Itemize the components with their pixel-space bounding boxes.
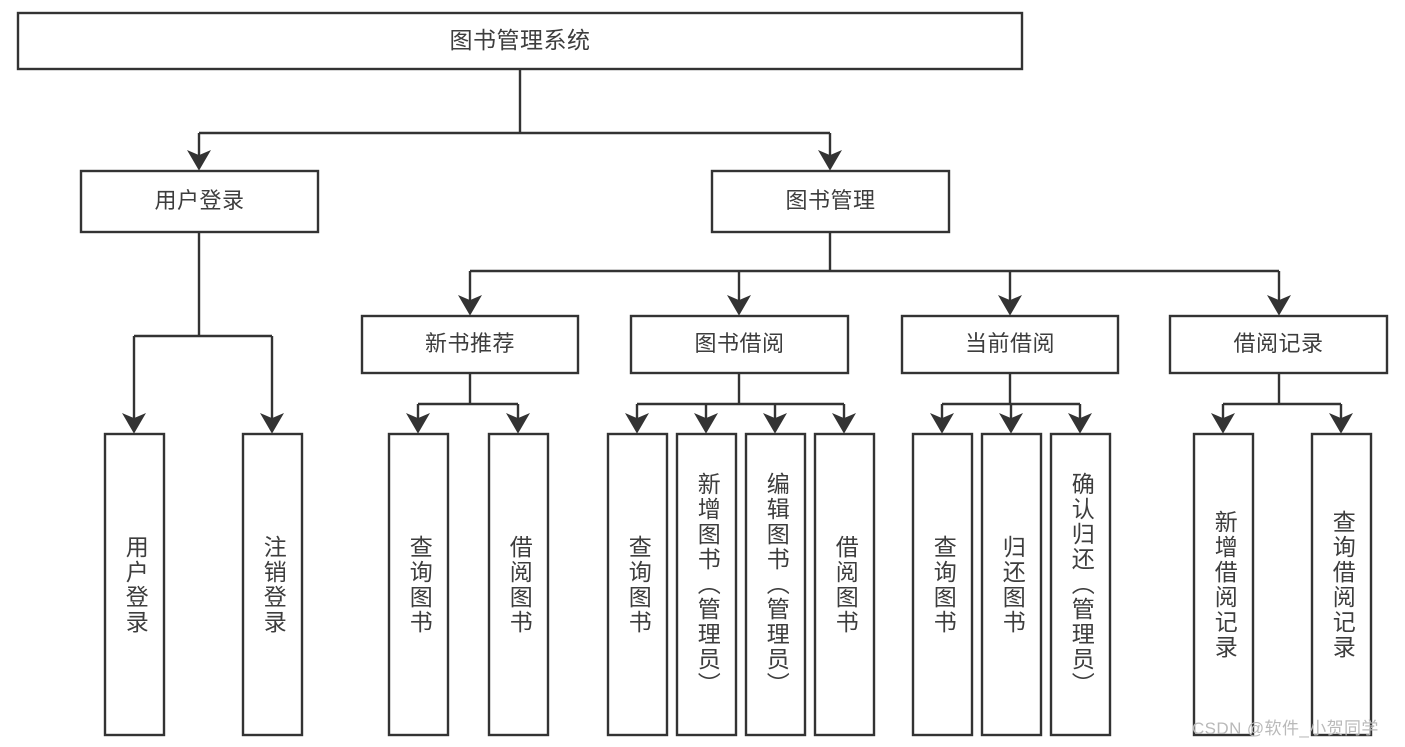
connectors-layer: [122, 69, 1353, 434]
node-box-borrow[interactable]: [629, 314, 850, 375]
node-box-current[interactable]: [900, 314, 1120, 375]
node-box-leaf-new-query[interactable]: [387, 432, 450, 737]
node-box-leaf-user-login[interactable]: [103, 432, 166, 737]
node-box-leaf-new-borrow[interactable]: [487, 432, 550, 737]
node-box-leaf-current-return[interactable]: [980, 432, 1043, 737]
node-box-login[interactable]: [79, 169, 320, 234]
node-box-root[interactable]: [16, 11, 1024, 71]
node-box-leaf-current-confirm[interactable]: [1049, 432, 1112, 737]
node-box-leaf-record-query[interactable]: [1310, 432, 1373, 737]
node-box-bookmgmt[interactable]: [710, 169, 951, 234]
node-box-leaf-borrow-do[interactable]: [813, 432, 876, 737]
node-box-leaf-borrow-query[interactable]: [606, 432, 669, 737]
node-box-leaf-user-logout[interactable]: [241, 432, 304, 737]
node-box-leaf-borrow-edit[interactable]: [744, 432, 807, 737]
node-box-leaf-record-add[interactable]: [1192, 432, 1255, 737]
node-box-leaf-borrow-add[interactable]: [675, 432, 738, 737]
watermark-text: CSDN @软件_小贺同学: [1192, 719, 1379, 738]
node-box-records[interactable]: [1168, 314, 1389, 375]
node-box-newbook[interactable]: [360, 314, 580, 375]
node-box-leaf-current-query[interactable]: [911, 432, 974, 737]
boxes-layer: [16, 11, 1389, 737]
